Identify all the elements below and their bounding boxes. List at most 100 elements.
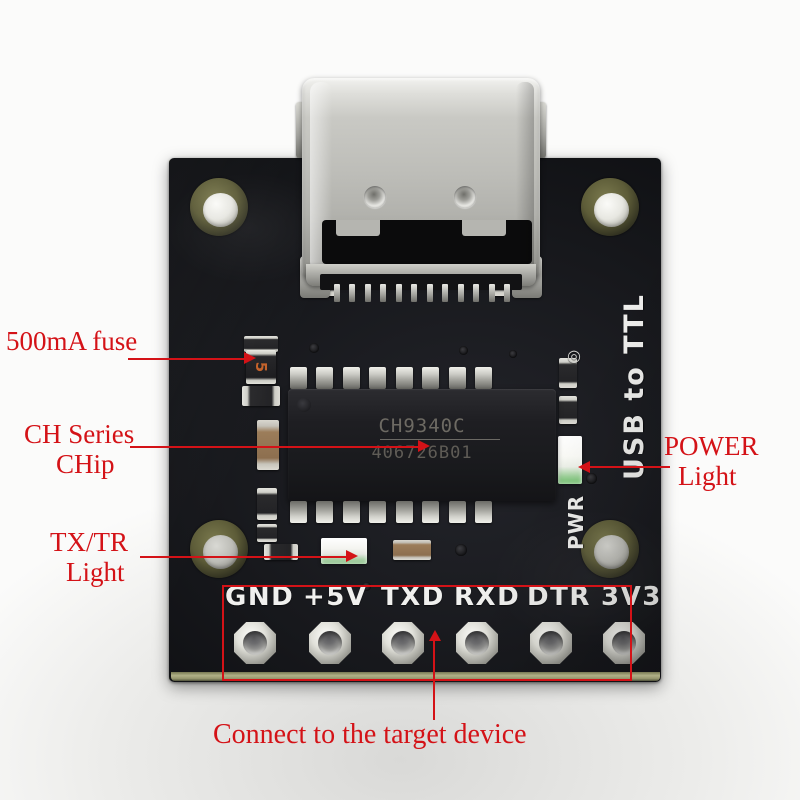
pin-bore [317,630,343,656]
silkscreen-pwr: PWR [564,494,588,550]
smd-pad-fuse-top [244,336,278,352]
usbc-pin-row [334,284,510,302]
pin-label-txd: TXD [381,582,445,612]
chip-lot-code: 406726B01 [371,443,473,463]
usbc-pin [488,284,495,302]
pin-bore [390,630,416,656]
smd-capacitor-center [393,540,431,560]
chip-pin [448,501,466,523]
chip-pin [316,501,334,523]
annotation-bottom-caption: Connect to the target device [213,719,527,750]
annotation-fuse-label: 500mA fuse [6,326,138,356]
usbc-tab-right [462,220,506,236]
chip-marking-underline [380,439,500,440]
annotation-txtr-label-line2: Light [66,557,125,587]
chip-pin [290,501,307,523]
usbc-pin [364,284,371,302]
annotation-txtr-leader [140,556,348,558]
chip-pin [369,501,387,523]
annotation-txtr-arrow [346,550,358,562]
smd-capacitor-left [257,420,279,470]
annotation-pins-arrow [429,630,441,641]
pin-bore [611,630,637,656]
power-led [558,436,582,484]
annotation-chip-arrow [418,440,430,452]
usbc-pin [395,284,402,302]
chip-pins-bottom [290,501,492,523]
mounting-hole-bottom-left [190,520,248,578]
usbc-pin [380,284,387,302]
smd-resistor-right-upper [559,358,577,388]
annotation-fuse-arrow [244,352,256,364]
annotation-chip-label-line1: CH Series [24,419,135,449]
pin-hole-rxd[interactable] [456,622,498,664]
mounting-hole-bottom-right [581,520,639,578]
via-right [509,350,517,358]
chip-pin [474,501,492,523]
via-center [455,544,467,556]
usbc-pin [426,284,433,302]
silkscreen-usb-to-ttl: USB to TTL [619,293,650,480]
chip-pins-top [290,367,492,389]
annotation-chip-label-line2: CHip [56,449,115,479]
usb-c-connector [296,78,546,308]
smd-resistor-right-mid2 [559,396,577,424]
chip-pin [342,367,360,389]
pin-bore [242,630,268,656]
pin-label-5v: +5V [303,582,368,612]
pcb-board: 5 CH9340C 406726B01 [169,158,661,682]
chip-pin [422,367,440,389]
mounting-hole-top-left [190,178,248,236]
chip-pin [474,367,492,389]
annotation-pins-leader [433,640,435,720]
usbc-tab-left [336,220,380,236]
chip-pin [290,367,307,389]
smd-pad-lower-left [257,524,277,542]
annotation-power-leader [588,466,670,468]
pin-hole-gnd[interactable] [234,622,276,664]
annotation-txtr-label-line1: TX/TR [50,527,128,557]
usbc-pin [457,284,464,302]
annotation-power-label-line1: POWER [664,431,759,461]
via-upper [309,343,319,353]
chip-pin [422,501,440,523]
chip-pin [448,367,466,389]
pin-bore [538,630,564,656]
usbc-metal-shell [302,78,540,278]
chip-pin [395,367,413,389]
pcb-edge-bottom [171,672,660,681]
hole-bore [593,535,629,569]
annotation-chip-leader [130,446,420,448]
hole-bore [202,535,238,569]
usbc-dimple-left [364,186,386,208]
silkscreen-mark-icon: ◎ [567,346,581,365]
pin-label-rxd: RXD [454,582,521,612]
chip-pin [316,367,334,389]
annotation-fuse-leader [128,358,246,360]
txrx-led [321,538,367,564]
usbc-pin [442,284,449,302]
via-upper-right [459,346,468,355]
pin-hole-3v3[interactable] [603,622,645,664]
usbc-pin [349,284,356,302]
usbc-pin [473,284,480,302]
usbc-pin [334,284,340,302]
usbc-dimple-right [454,186,476,208]
smd-resistor-lower-left [257,488,277,520]
pin-hole-dtr[interactable] [530,622,572,664]
mounting-hole-top-right [581,178,639,236]
pin-hole-5v[interactable] [309,622,351,664]
annotation-power-arrow [578,461,590,473]
hole-bore [202,193,238,227]
annotation-power-label-line2: Light [678,461,737,491]
annotation-pin-header-box [222,585,632,681]
hole-bore [593,193,629,227]
pin-hole-txd[interactable] [382,622,424,664]
chip-pin [395,501,413,523]
pin-label-gnd: GND [225,582,295,612]
smd-pad-fuse-bottom [242,386,280,406]
chip-part-number: CH9340C [378,415,466,437]
pin-bore [464,630,490,656]
via-near-pwr [586,473,597,484]
